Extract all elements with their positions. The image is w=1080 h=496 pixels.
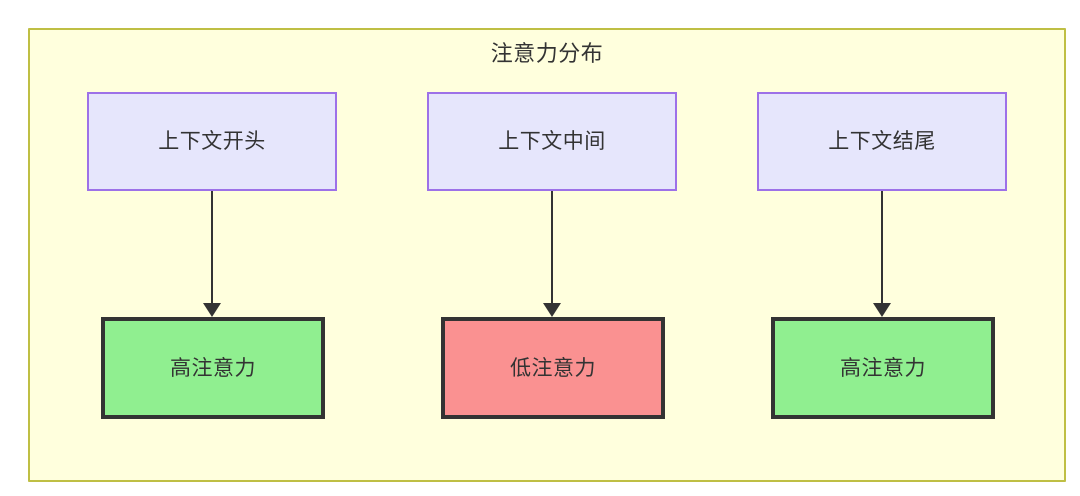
node-attention-high-start-label: 高注意力 — [170, 356, 256, 380]
edge-context-start-to-attention — [211, 191, 213, 304]
node-attention-high-end-label: 高注意力 — [840, 356, 926, 380]
node-context-end-label: 上下文结尾 — [828, 130, 936, 153]
node-attention-high-end[interactable]: 高注意力 — [771, 317, 995, 419]
edge-context-end-to-attention — [881, 191, 883, 304]
node-context-start[interactable]: 上下文开头 — [87, 92, 337, 191]
node-attention-low-middle[interactable]: 低注意力 — [441, 317, 665, 419]
node-context-middle-label: 上下文中间 — [498, 130, 606, 153]
subgraph-title: 注意力分布 — [490, 41, 604, 66]
node-attention-low-middle-label: 低注意力 — [510, 356, 596, 380]
node-context-end[interactable]: 上下文结尾 — [757, 92, 1007, 191]
edge-context-middle-to-attention — [551, 191, 553, 304]
arrowhead-down-icon-1 — [203, 303, 221, 317]
node-context-middle[interactable]: 上下文中间 — [427, 92, 677, 191]
arrowhead-down-icon-2 — [543, 303, 561, 317]
arrowhead-down-icon-3 — [873, 303, 891, 317]
node-context-start-label: 上下文开头 — [158, 130, 266, 153]
node-attention-high-start[interactable]: 高注意力 — [101, 317, 325, 419]
